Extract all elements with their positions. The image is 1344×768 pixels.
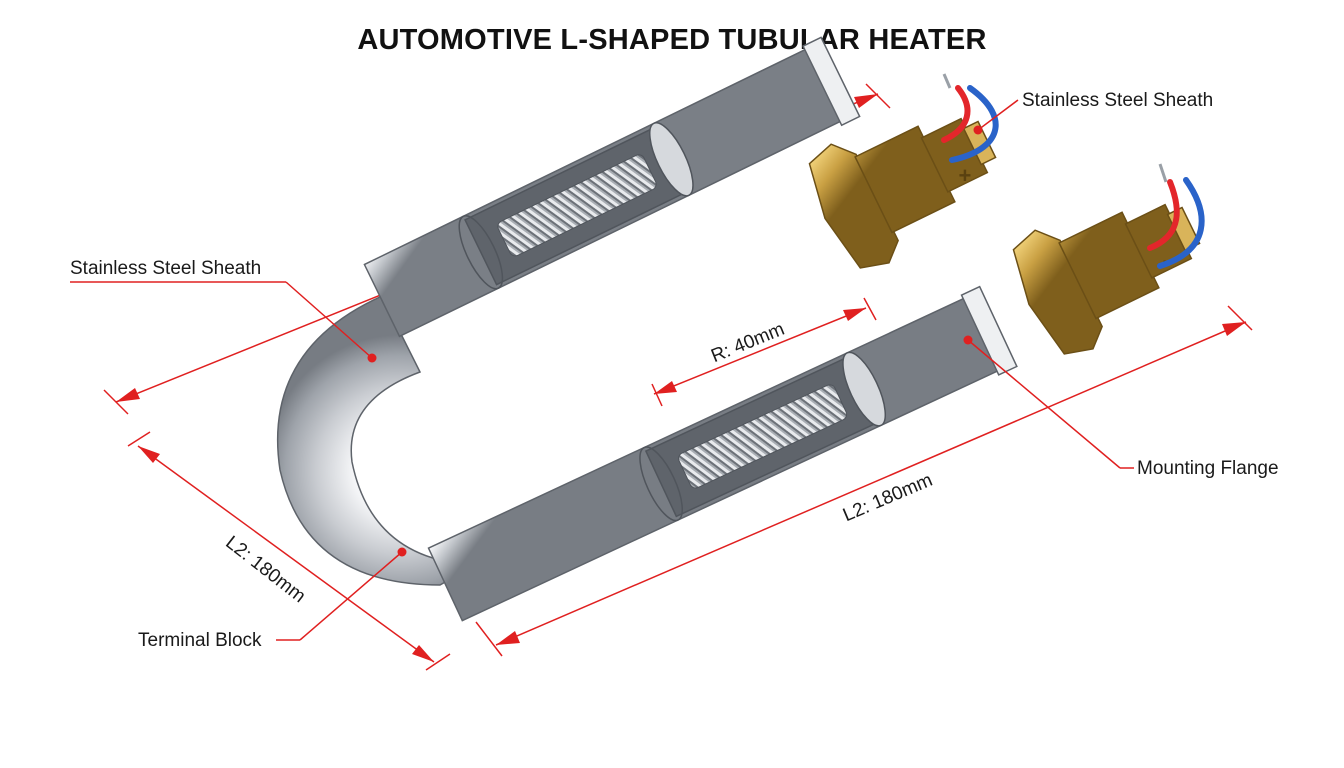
upper-brass-fitting: +	[808, 117, 997, 269]
arrowhead-icon	[412, 645, 434, 662]
l2l-extension-top	[127, 431, 151, 447]
callout-bottom-left: Terminal Block	[138, 547, 407, 651]
arrowhead-icon	[843, 308, 866, 321]
l2l-dimension-line	[137, 445, 435, 663]
callout-right-label: Mounting Flange	[1137, 458, 1279, 479]
l2r-extension-right	[1227, 305, 1253, 331]
lower-brass-fitting: −	[1012, 203, 1201, 355]
radius-label: R: 40mm	[708, 319, 787, 367]
red-dot-icon	[973, 125, 983, 135]
arrowhead-icon	[116, 388, 140, 402]
lower-blue-wire	[1157, 177, 1205, 269]
lower-tube	[427, 285, 1018, 622]
callout-leader	[285, 281, 373, 359]
radius-extension-left	[651, 383, 663, 407]
upper-tube	[363, 36, 861, 338]
upper-collar	[802, 36, 861, 127]
upper-window-start-ring	[458, 215, 504, 290]
tube-bend	[276, 295, 478, 586]
upper-hex-nut	[808, 143, 899, 269]
callout-left: Stainless Steel Sheath	[70, 258, 377, 363]
upper-window-end-ring	[649, 122, 694, 197]
red-dot-icon	[367, 353, 377, 363]
callout-leader	[967, 339, 1121, 469]
arrowhead-icon	[496, 631, 520, 645]
arrowhead-icon	[654, 381, 677, 394]
callout-left-label: Stainless Steel Sheath	[70, 258, 261, 279]
callout-leader	[299, 551, 403, 641]
callout-bottom-left-label: Terminal Block	[138, 630, 262, 651]
lower-hex-nut	[1012, 229, 1103, 355]
diagram-title: AUTOMOTIVE L-SHAPED TUBULAR HEATER	[357, 24, 987, 56]
l2l-label: L2: 180mm	[221, 532, 309, 607]
radius-extension-right	[863, 297, 877, 321]
radius-dimension-line	[653, 307, 867, 395]
upper-heating-coil	[497, 154, 657, 257]
lower-wire-tip	[1158, 163, 1168, 183]
upper-blue-wire	[949, 85, 999, 163]
lower-heating-coil	[678, 384, 848, 489]
callout-top-right-label: Stainless Steel Sheath	[1022, 90, 1213, 111]
l2l-extension-bottom	[425, 653, 451, 671]
l1-extension-right	[865, 83, 891, 109]
l2r-extension-left	[475, 621, 503, 657]
upper-terminal-cap	[962, 120, 997, 166]
red-dot-icon	[397, 547, 407, 557]
l2r-dimension-line	[495, 321, 1247, 646]
lower-wires	[1147, 163, 1205, 269]
callout-leader	[977, 99, 1019, 131]
arrowhead-icon	[1222, 322, 1246, 336]
callout-top-right: Stainless Steel Sheath	[973, 90, 1213, 135]
upper-red-wire	[941, 85, 971, 143]
arrowhead-icon	[138, 446, 160, 463]
upper-wires	[941, 73, 999, 163]
arrowhead-icon	[854, 94, 878, 108]
lower-window-end-ring	[842, 351, 887, 427]
l2r-label: L2: 180mm	[840, 470, 936, 526]
red-dot-icon	[963, 335, 973, 345]
lower-window-start-ring	[639, 446, 683, 522]
callout-right: Mounting Flange	[963, 335, 1279, 479]
lower-red-wire	[1147, 179, 1180, 251]
lower-collar	[960, 285, 1018, 376]
positive-terminal-symbol: +	[959, 163, 972, 188]
upper-wire-tip	[942, 73, 952, 89]
